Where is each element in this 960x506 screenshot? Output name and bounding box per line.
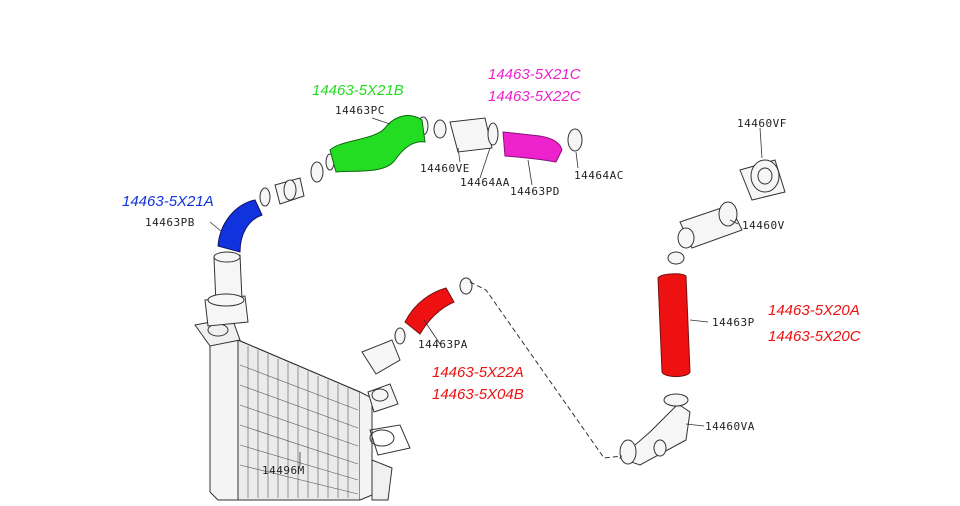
hose-red-14463p xyxy=(657,273,691,377)
callout-14463pb: 14463PB xyxy=(145,216,195,229)
callout-14464aa: 14464AA xyxy=(460,176,510,189)
callout-14460vf: 14460VF xyxy=(737,117,787,130)
callout-14463pa: 14463PA xyxy=(418,338,468,351)
couplings xyxy=(259,116,583,413)
callout-14464ac: 14464AC xyxy=(574,169,624,182)
callout-14463pc: 14463PC xyxy=(335,104,385,117)
callout-14460ve: 14460VE xyxy=(420,162,470,175)
callout-14463p: 14463P xyxy=(712,316,755,329)
leader-lines xyxy=(209,117,763,466)
hose-green-14463pc xyxy=(329,115,426,173)
callout-14460v: 14460V xyxy=(742,219,785,232)
callout-14460va: 14460VA xyxy=(705,420,755,433)
hose-magenta-14463pd xyxy=(502,131,563,163)
part-number-magenta-2: 14463-5X22C xyxy=(488,88,581,105)
left-riser xyxy=(204,251,249,327)
callout-14496m: 14496M xyxy=(262,464,305,477)
part-number-blue: 14463-5X21A xyxy=(122,193,214,210)
callout-14463pd: 14463PD xyxy=(510,185,560,198)
part-number-red-center-2: 14463-5X04B xyxy=(432,386,524,403)
part-number-red-right-1: 14463-5X20A xyxy=(768,302,860,319)
part-number-red-center-1: 14463-5X22A xyxy=(432,364,524,381)
part-number-magenta-1: 14463-5X21C xyxy=(488,66,581,83)
hose-blue-14463pb xyxy=(217,199,263,253)
intercooler xyxy=(194,317,411,501)
dashed-connection-line xyxy=(469,281,623,459)
right-parts xyxy=(619,159,786,466)
hose-red-14463pa xyxy=(404,287,455,335)
part-number-green: 14463-5X21B xyxy=(312,82,404,99)
part-number-red-right-2: 14463-5X20C xyxy=(768,328,861,345)
